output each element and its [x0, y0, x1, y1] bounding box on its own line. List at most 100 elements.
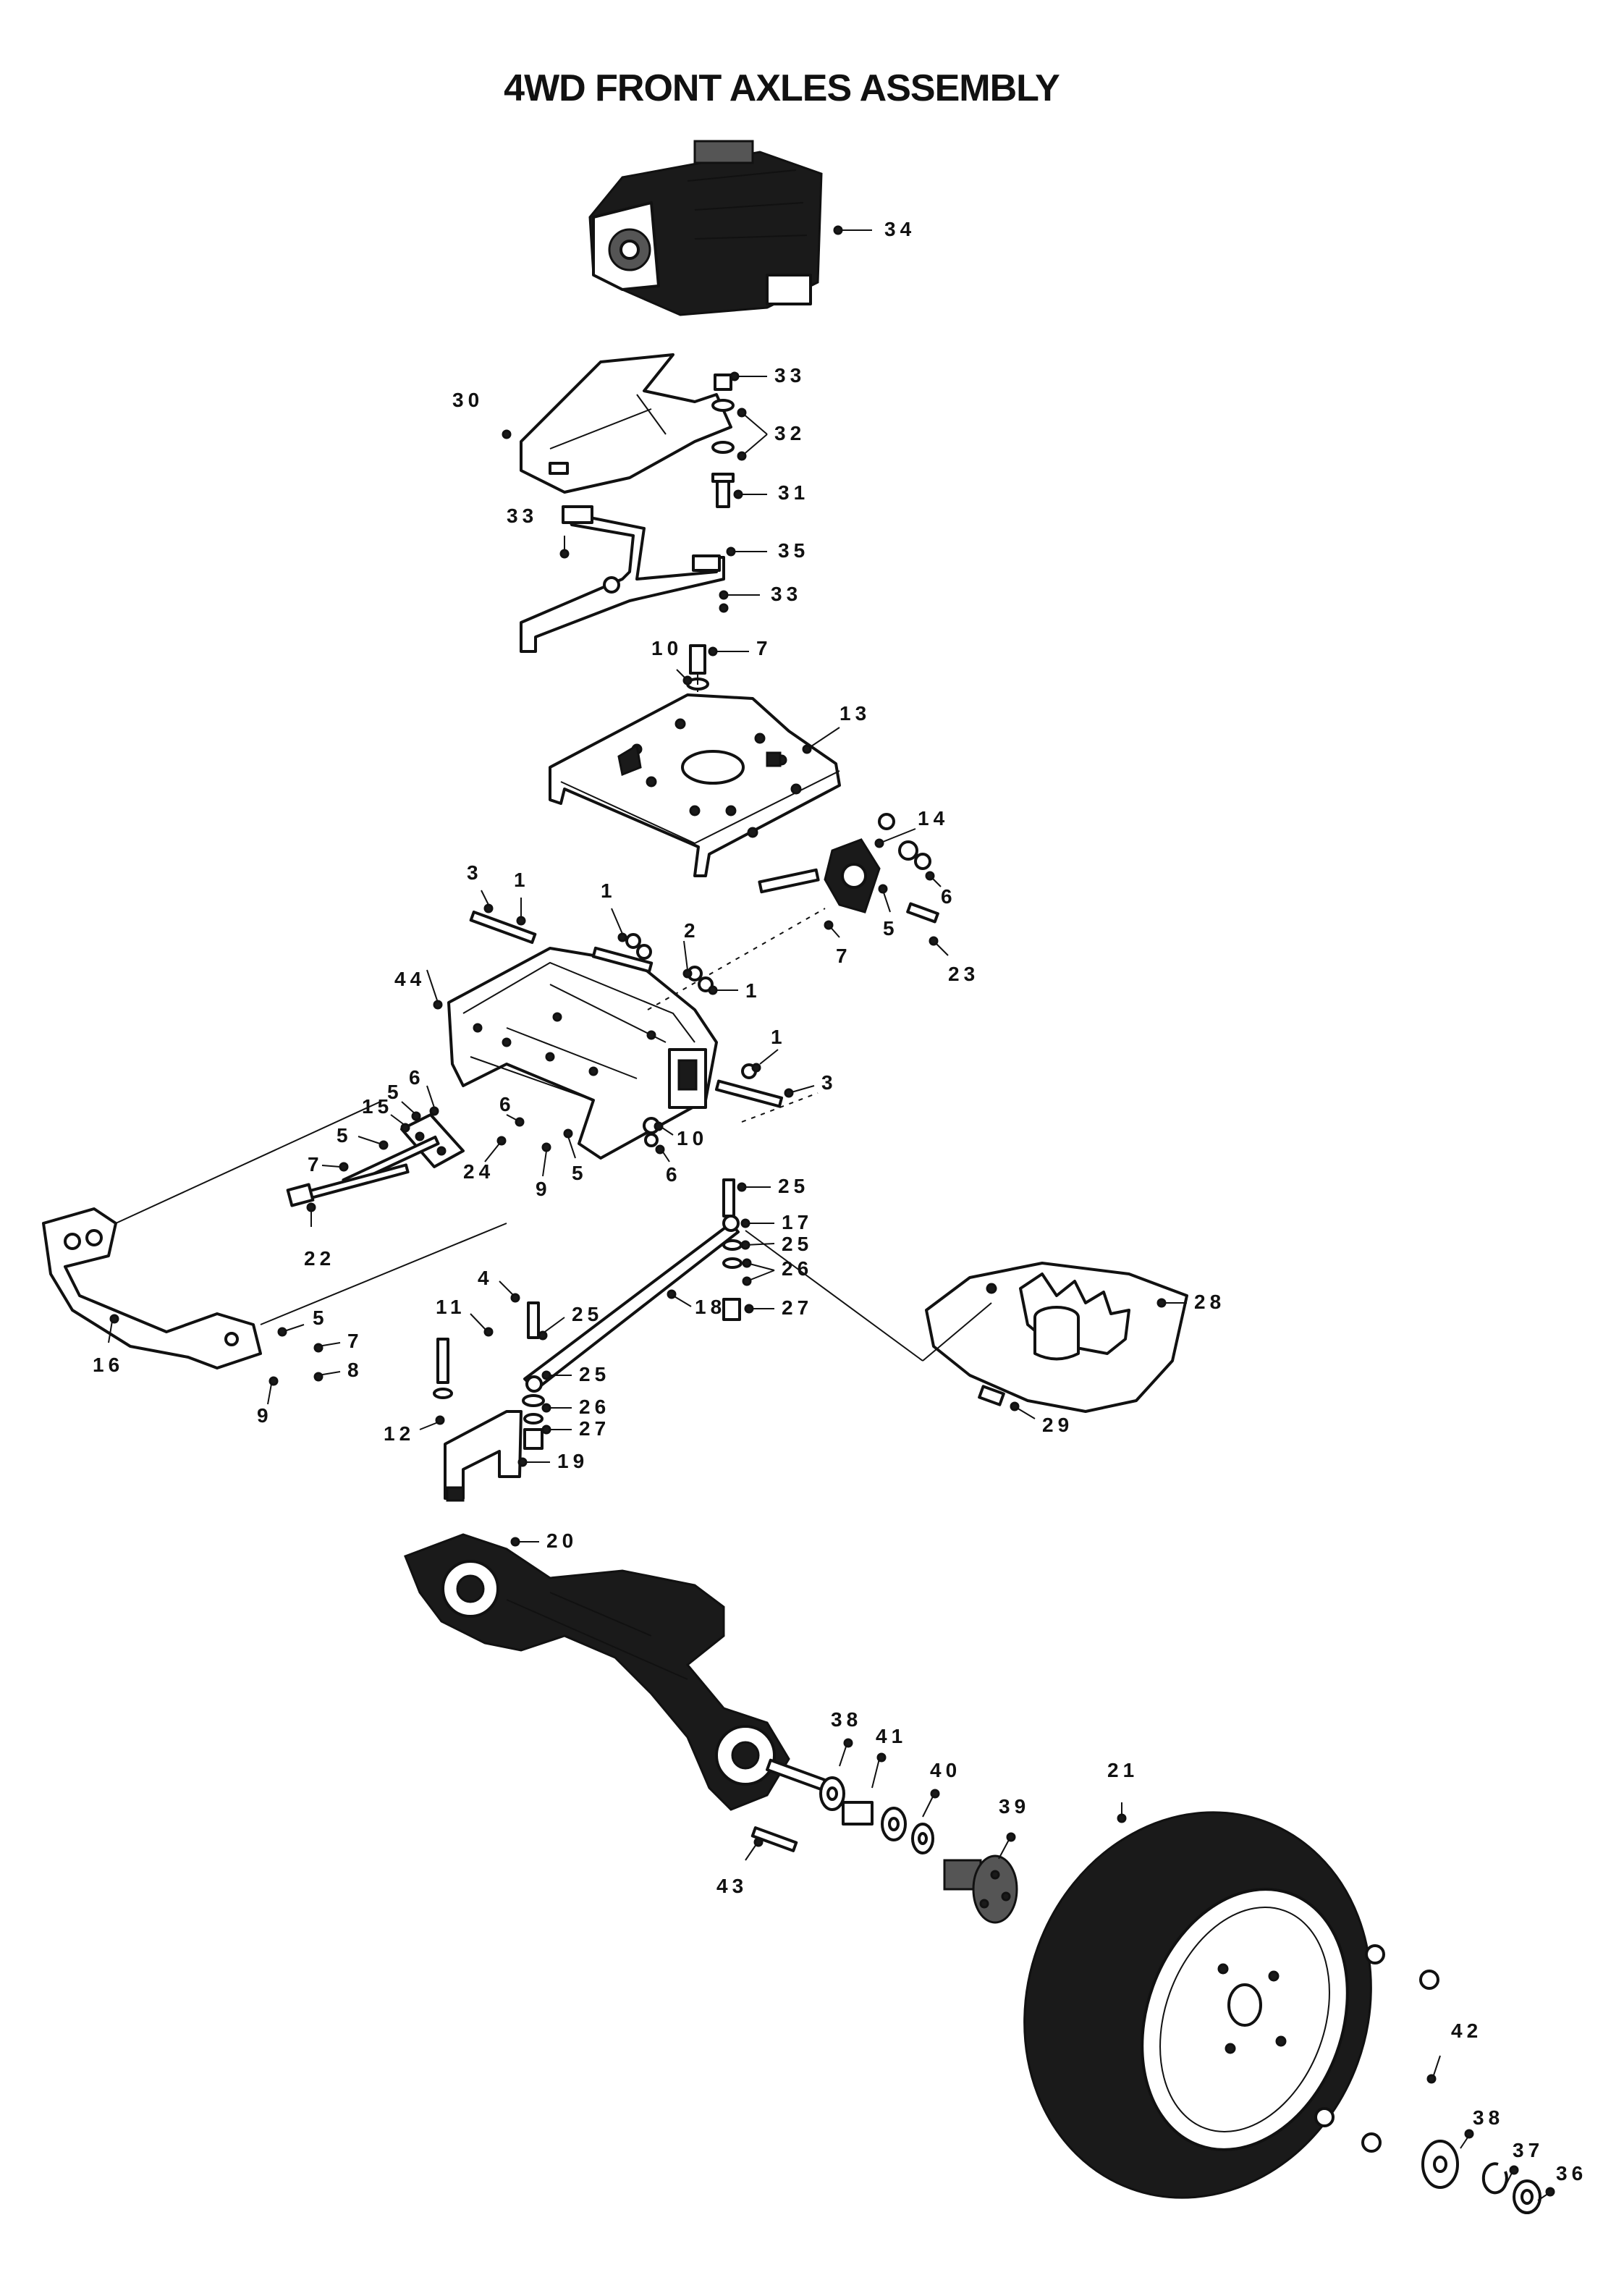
callout-4: 4 — [478, 1267, 520, 1303]
callout-23: 23 — [929, 936, 979, 985]
callout-7: 7 — [313, 1330, 359, 1353]
callout-label: 4 — [478, 1267, 494, 1289]
callout-21: 21 — [1107, 1759, 1138, 1823]
callouts: 34 33 30 32 31 33 35 33 10 7 13 14 6 5 7… — [93, 218, 1583, 2201]
callout-label: 14 — [918, 807, 949, 830]
callout-10: 10 — [651, 637, 693, 685]
lug-nuts-part — [1314, 1944, 1439, 2153]
callout-label: 5 — [572, 1162, 588, 1184]
callout-8: 8 — [313, 1359, 363, 1382]
callout-label: 42 — [1451, 2019, 1482, 2042]
callout-label: 39 — [999, 1795, 1030, 1818]
callout-33: 33 — [719, 583, 802, 613]
callout-2: 2 — [682, 919, 700, 979]
callout-38: 38 — [831, 1708, 862, 1767]
steering-bracket-part — [433, 1301, 545, 1502]
callout-label: 7 — [836, 945, 852, 967]
callout-14: 14 — [874, 807, 949, 848]
callout-5: 5 — [337, 1124, 389, 1150]
callout-15: 15 — [362, 1095, 410, 1133]
callout-27: 27 — [541, 1417, 610, 1440]
callout-label: 6 — [409, 1066, 425, 1089]
callout-11: 11 — [436, 1296, 494, 1337]
callout-3: 3 — [784, 1071, 837, 1098]
callout-6: 6 — [925, 871, 952, 908]
callout-26: 26 — [541, 1396, 606, 1418]
retainer-parts — [1421, 2140, 1541, 2214]
callout-label: 27 — [782, 1296, 813, 1319]
callout-6: 6 — [499, 1093, 525, 1127]
hub-washers-part — [819, 1776, 934, 1854]
callout-31: 31 — [733, 481, 809, 504]
callout-9: 9 — [536, 1142, 551, 1200]
callout-label: 33 — [771, 583, 802, 605]
callout-43: 43 — [716, 1837, 764, 1897]
callout-10: 10 — [654, 1121, 708, 1149]
callout-label: 44 — [394, 968, 426, 990]
callout-5: 5 — [387, 1081, 421, 1121]
callout-label: 16 — [93, 1354, 124, 1376]
linkage-bracket-part — [758, 813, 939, 924]
callout-label: 1 — [514, 869, 530, 891]
steering-link-part — [523, 1178, 743, 1393]
callout-label: 25 — [778, 1175, 809, 1197]
callout-37: 37 — [1505, 2139, 1544, 2187]
callout-label: 31 — [778, 481, 809, 504]
guide-rod-part — [520, 505, 725, 653]
callout-label: 23 — [948, 963, 979, 985]
callout-label: 5 — [313, 1307, 329, 1329]
callout-label: 21 — [1107, 1759, 1138, 1781]
callout-9: 9 — [257, 1376, 279, 1427]
callout-5: 5 — [878, 884, 895, 940]
pin-part — [750, 1826, 798, 1852]
callout-29: 29 — [1010, 1401, 1069, 1436]
callout-label: 2 — [684, 919, 700, 942]
callout-label: 38 — [831, 1708, 862, 1731]
callout-label: 7 — [308, 1153, 323, 1176]
callout-32: 32 — [737, 408, 805, 461]
callout-44: 44 — [394, 968, 443, 1010]
callout-6: 6 — [409, 1066, 439, 1116]
cover-fastener-stack — [711, 373, 735, 508]
callout-label: 25 — [782, 1233, 813, 1255]
callout-5: 5 — [277, 1307, 329, 1337]
callout-label: 3 — [821, 1071, 837, 1094]
callout-label: 37 — [1513, 2139, 1544, 2161]
adjuster-rod-part — [286, 1163, 410, 1207]
callout-label: 11 — [436, 1296, 466, 1318]
engine-part — [588, 140, 823, 316]
callout-20: 20 — [510, 1529, 578, 1552]
callout-label: 28 — [1194, 1291, 1225, 1313]
callout-label: 9 — [536, 1178, 551, 1200]
cover-plate-part — [520, 353, 732, 494]
callout-label: 20 — [546, 1529, 578, 1552]
callout-label: 10 — [677, 1127, 708, 1149]
callout-7: 7 — [824, 920, 852, 967]
callout-6: 6 — [655, 1144, 682, 1186]
sector-plate-part — [925, 1262, 1188, 1413]
callout-39: 39 — [998, 1795, 1030, 1860]
callout-label: 15 — [362, 1095, 393, 1118]
callout-7: 7 — [308, 1153, 349, 1176]
callout-28: 28 — [1156, 1291, 1225, 1313]
callout-label: 24 — [463, 1160, 494, 1183]
callout-label: 40 — [930, 1759, 961, 1781]
callout-25: 25 — [740, 1233, 813, 1255]
callout-30: 30 — [452, 389, 512, 439]
callout-label: 1 — [771, 1026, 787, 1048]
callout-label: 34 — [884, 218, 915, 240]
callout-17: 17 — [740, 1211, 808, 1233]
callout-16: 16 — [93, 1314, 124, 1376]
callout-label: 32 — [774, 422, 805, 444]
callout-3: 3 — [467, 861, 494, 913]
callout-36: 36 — [1537, 2162, 1583, 2201]
callout-label: 8 — [347, 1359, 363, 1381]
diagram-title: 4WD FRONT AXLES ASSEMBLY — [504, 67, 1060, 109]
callout-label: 26 — [782, 1257, 813, 1280]
callout-1: 1 — [514, 869, 530, 926]
callout-label: 38 — [1473, 2106, 1504, 2129]
callout-13: 13 — [802, 702, 866, 754]
wheel-hub-part — [943, 1854, 1018, 1924]
callout-label: 6 — [666, 1163, 682, 1186]
callout-label: 27 — [579, 1417, 610, 1440]
